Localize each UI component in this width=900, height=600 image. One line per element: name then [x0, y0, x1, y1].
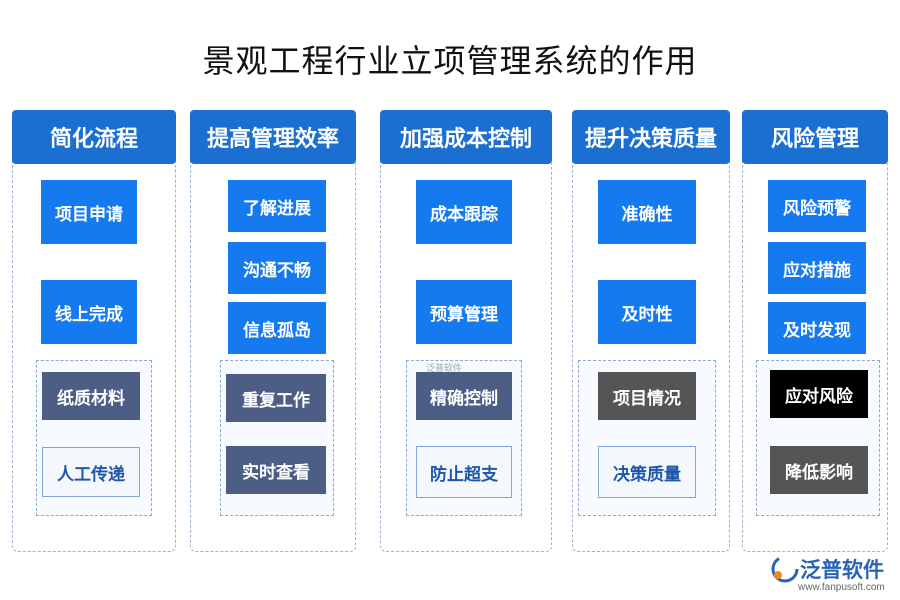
column-3-sub-item-2: 防止超支	[416, 446, 512, 498]
column-4-header: 提升决策质量	[572, 110, 730, 164]
brand-name: 泛普软件	[800, 558, 884, 582]
brand-logo: 泛普软件 www.fanpusoft.com	[770, 552, 895, 598]
column-5-header: 风险管理	[742, 110, 888, 164]
column-1-item-2: 线上完成	[41, 280, 137, 344]
column-1-item-1: 项目申请	[41, 180, 137, 244]
column-2-sub-item-2: 实时查看	[226, 446, 326, 494]
column-3-sub-item-1: 精确控制	[416, 372, 512, 420]
column-3-item-2: 预算管理	[416, 280, 512, 344]
column-1-sub-item-1: 纸质材料	[42, 372, 140, 420]
brand-mark-icon	[771, 555, 799, 583]
diagram-title: 景观工程行业立项管理系统的作用	[202, 42, 698, 80]
column-3-item-1: 成本跟踪	[416, 180, 512, 244]
column-5-item-2: 应对措施	[768, 242, 866, 294]
column-4-item-2: 及时性	[598, 280, 696, 344]
brand-url: www.fanpusoft.com	[798, 582, 885, 593]
column-5-sub-item-1: 应对风险	[770, 370, 868, 418]
column-2-header: 提高管理效率	[190, 110, 356, 164]
column-5-item-3: 及时发现	[768, 302, 866, 354]
column-2-item-2: 沟通不畅	[228, 242, 326, 294]
column-2-item-3: 信息孤岛	[228, 302, 326, 354]
column-3-header: 加强成本控制	[380, 110, 552, 164]
column-2-sub-item-1: 重复工作	[226, 374, 326, 422]
column-5-item-1: 风险预警	[768, 180, 866, 232]
column-4-sub-item-1: 项目情况	[598, 372, 696, 420]
watermark-text: 泛普软件	[426, 364, 463, 374]
column-1-header: 简化流程	[12, 110, 176, 164]
column-4-sub-item-2: 决策质量	[598, 446, 696, 498]
column-1-sub-item-2: 人工传递	[42, 447, 140, 497]
column-2-item-1: 了解进展	[228, 180, 326, 232]
column-5-sub-item-2: 降低影响	[770, 446, 868, 494]
column-4-item-1: 准确性	[598, 180, 696, 244]
